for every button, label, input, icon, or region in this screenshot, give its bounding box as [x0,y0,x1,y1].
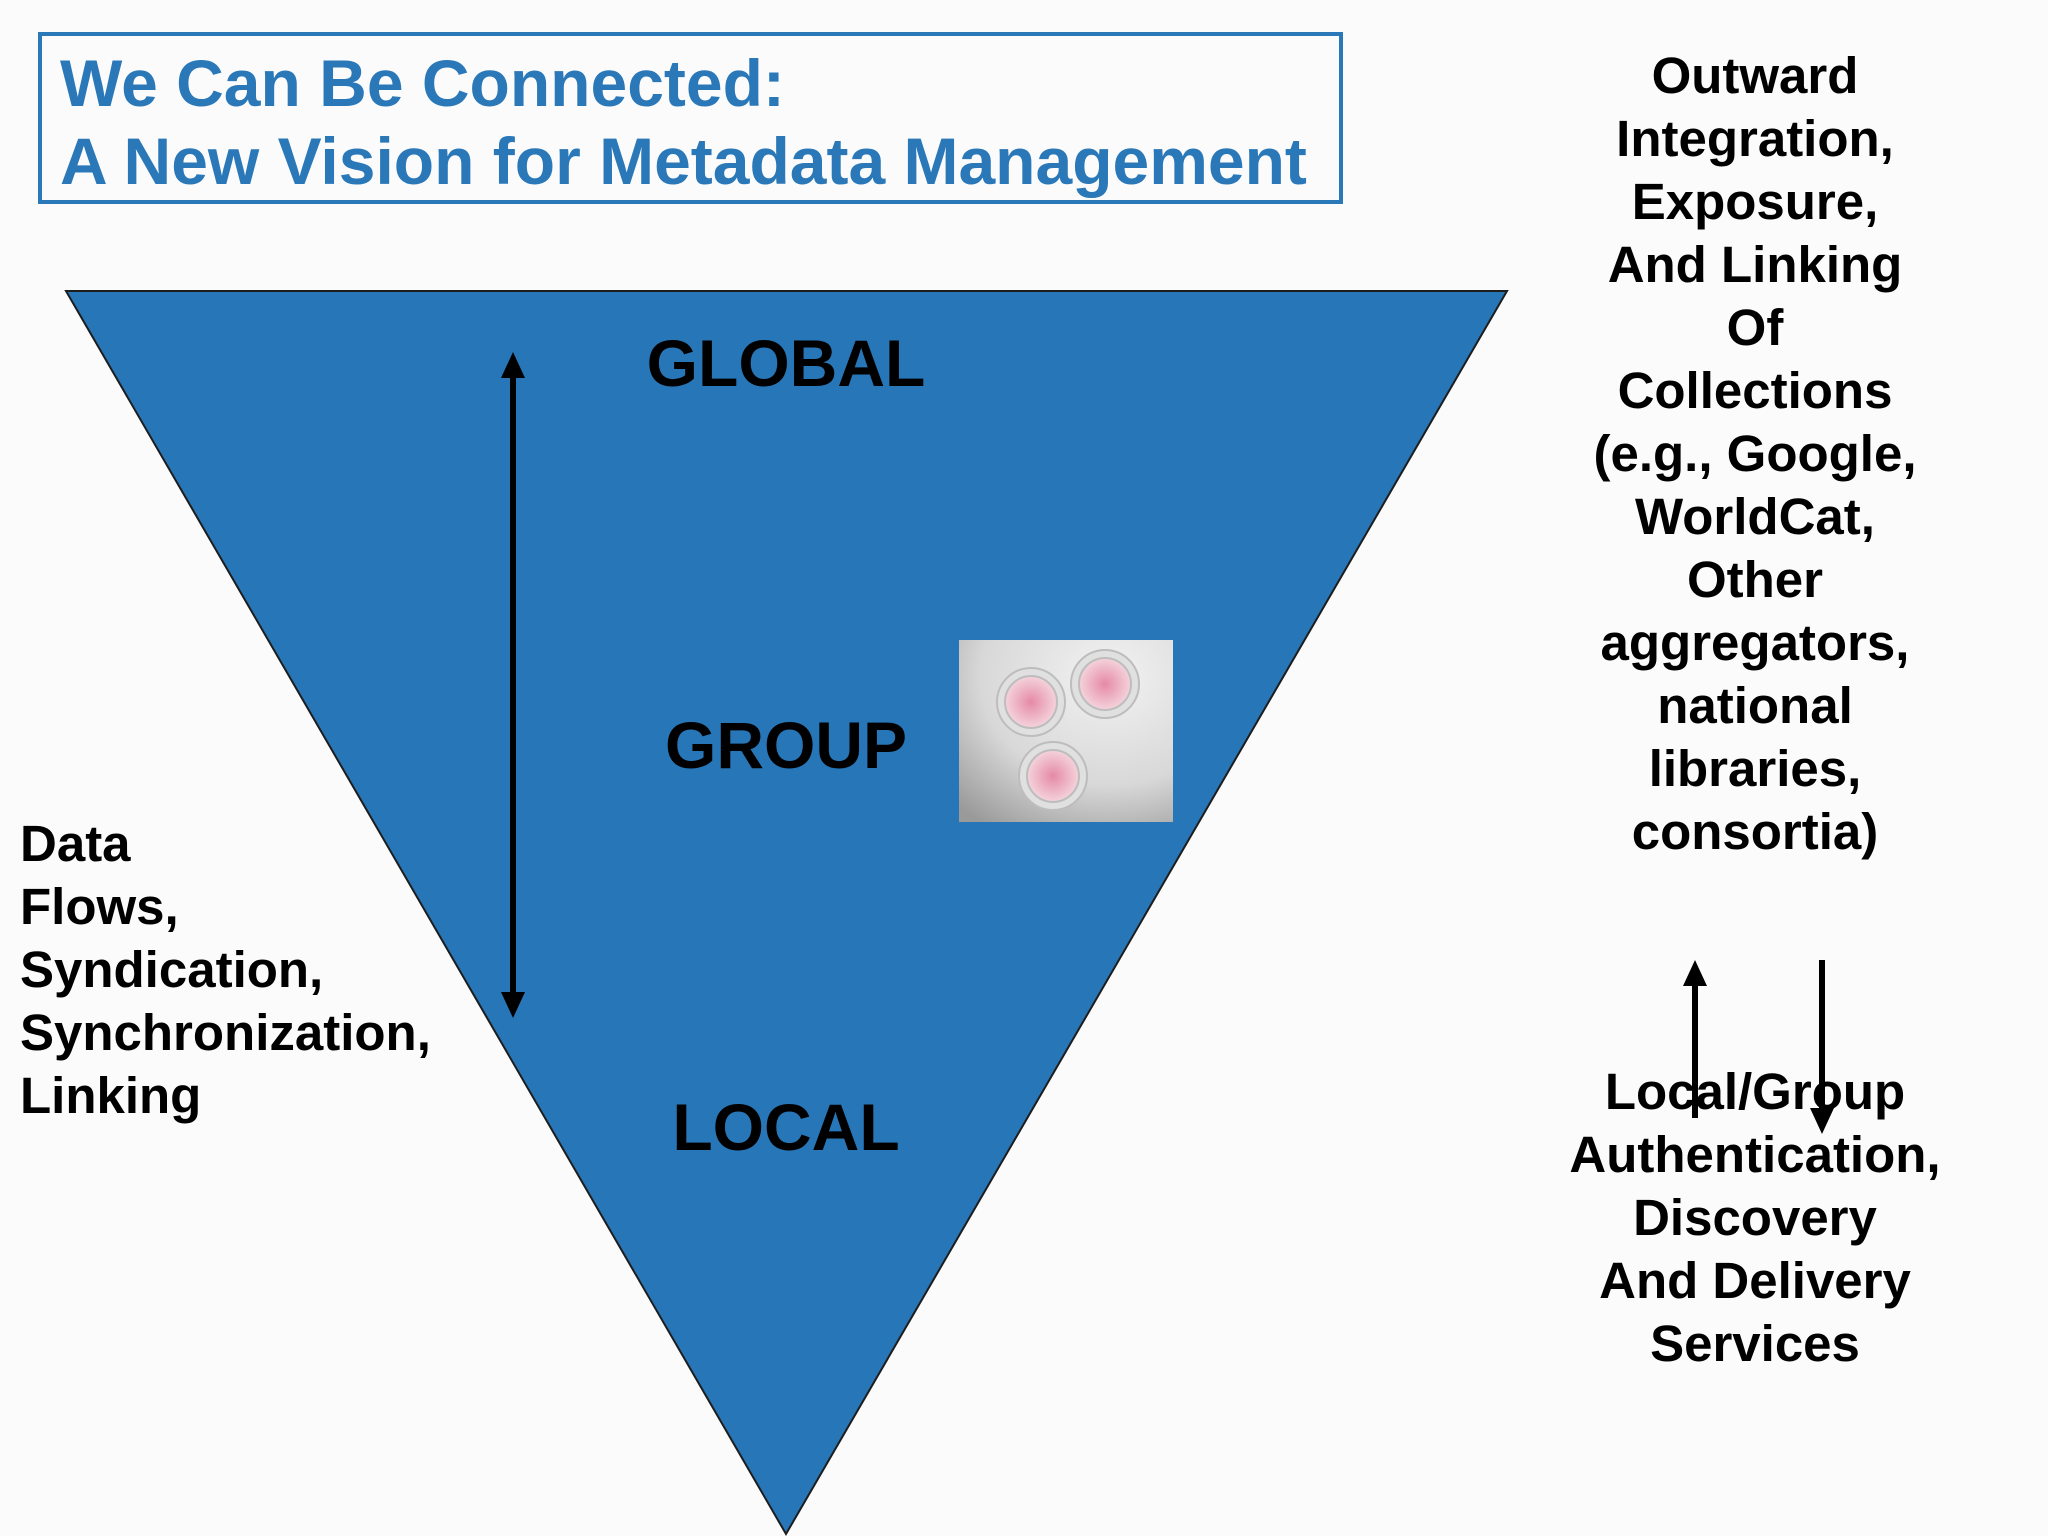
right-top-line: libraries, [1648,740,1862,797]
right-top-line: Of [1726,299,1784,356]
title-box: We Can Be Connected: A New Vision for Me… [38,32,1343,204]
level-local: LOCAL [672,1090,900,1164]
right-top-line: (e.g., Google, [1593,425,1917,482]
left-label-line: Syndication, [20,941,324,998]
title-line-2: A New Vision for Metadata Management [60,124,1307,198]
left-label: Data Flows, Syndication, Synchronization… [20,812,431,1127]
right-top-line: Other [1686,551,1824,608]
right-top-line: aggregators, [1600,614,1910,671]
left-label-line: Linking [20,1067,202,1124]
right-bottom-label: Local/Group Authentication, Discovery An… [1520,1060,1990,1375]
right-bottom-line: Authentication, [1569,1126,1941,1183]
right-top-line: national [1657,677,1853,734]
right-bottom-line: Discovery [1633,1189,1877,1246]
left-label-line: Flows, [20,878,179,935]
right-top-line: consortia) [1631,803,1879,860]
right-top-line: Outward [1651,47,1859,104]
right-bottom-line: Local/Group [1604,1063,1906,1120]
right-top-line: Integration, [1616,110,1894,167]
right-bottom-line: And Delivery [1599,1252,1911,1309]
double-arrow-icon [501,352,525,1018]
down-arrow-icon [1810,960,1834,1134]
gears-icon [959,640,1173,822]
gear-icon-2 [1070,649,1140,719]
title-line-1: We Can Be Connected: [60,46,785,120]
up-arrow-icon [1683,960,1707,1118]
gear-icon-3 [1018,741,1088,811]
right-top-label: Outward Integration, Exposure, And Linki… [1520,44,1990,863]
left-label-line: Data [20,815,131,872]
level-global: GLOBAL [646,326,926,400]
inverted-triangle [64,290,1509,1536]
right-bottom-line: Services [1650,1315,1860,1372]
right-top-line: Collections [1617,362,1893,419]
left-label-line: Synchronization, [20,1004,431,1061]
right-top-line: WorldCat, [1635,488,1875,545]
right-top-line: Exposure, [1631,173,1879,230]
right-top-line: And Linking [1607,236,1903,293]
gear-icon-1 [996,667,1066,737]
level-group: GROUP [664,708,908,782]
